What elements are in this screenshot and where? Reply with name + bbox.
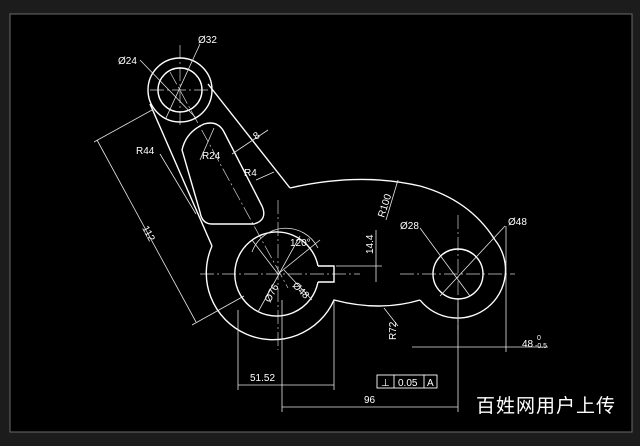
tolerance-frame-box (376, 374, 438, 389)
dim-d48-center-line (283, 269, 313, 301)
dim-d28-label: Ø28 (400, 221, 419, 232)
leader-r72 (383, 307, 399, 327)
dim-120-leg-a (251, 239, 279, 275)
dim-120-leg-b (277, 239, 321, 275)
leader-r44 (159, 153, 197, 215)
main-boss-outline (205, 245, 421, 341)
dim-8-line (231, 129, 269, 155)
leader-r100 (385, 179, 399, 221)
arm-left-edge (149, 103, 213, 247)
leader-d48-right (439, 225, 506, 297)
centerline-arm (169, 71, 289, 289)
right-boss-arc (419, 239, 507, 319)
dim-51-52-label: 51.52 (250, 373, 275, 384)
dim-d76-line (257, 235, 301, 313)
dim-112-ext-top (93, 109, 153, 143)
center-hole (234, 231, 319, 317)
drawing-area (9, 13, 633, 433)
dim-112-ext-bottom (191, 295, 245, 326)
dim-120-arc (251, 227, 319, 253)
arm-right-edge (207, 83, 291, 189)
leader-d28 (419, 227, 471, 297)
watermark-text: 百姓网用户上传 (475, 395, 616, 417)
dim-r72-label: R72 (388, 321, 399, 340)
dim-112-line (96, 139, 197, 323)
dim-14-4-label: 14.4 (365, 234, 376, 254)
leader-r24 (199, 127, 215, 161)
dim-48-label: 48 (522, 339, 534, 350)
datum-letter: A (427, 378, 434, 389)
right-hole (432, 248, 484, 300)
dim-r44-label: R44 (136, 146, 155, 157)
leader-d32 (165, 43, 201, 119)
leader-d24 (139, 59, 197, 119)
top-boss-hole (157, 67, 203, 113)
dim-d32-label: Ø32 (198, 35, 217, 46)
geometric-tolerance-frame: ⊥ 0.05 A (376, 374, 438, 389)
dim-r24-label: R24 (202, 151, 221, 162)
dim-48-tol-lower: -0.5 (535, 343, 547, 350)
dim-120-label: 120° (290, 238, 311, 249)
dim-8-label: 8 (251, 130, 262, 142)
dim-96-label: 96 (364, 395, 376, 406)
tolerance-value: 0.05 (398, 378, 418, 389)
dim-d24-label: Ø24 (118, 56, 137, 67)
arm-slot (181, 122, 265, 225)
dim-d48-right-label: Ø48 (508, 217, 527, 228)
upper-arc-r100 (289, 178, 496, 241)
keyway (318, 265, 335, 283)
leader-r4 (255, 171, 275, 181)
dim-48-tol-upper: 0 (537, 335, 541, 342)
dim-r4-label: R4 (244, 168, 257, 179)
perpendicularity-symbol: ⊥ (381, 378, 390, 389)
